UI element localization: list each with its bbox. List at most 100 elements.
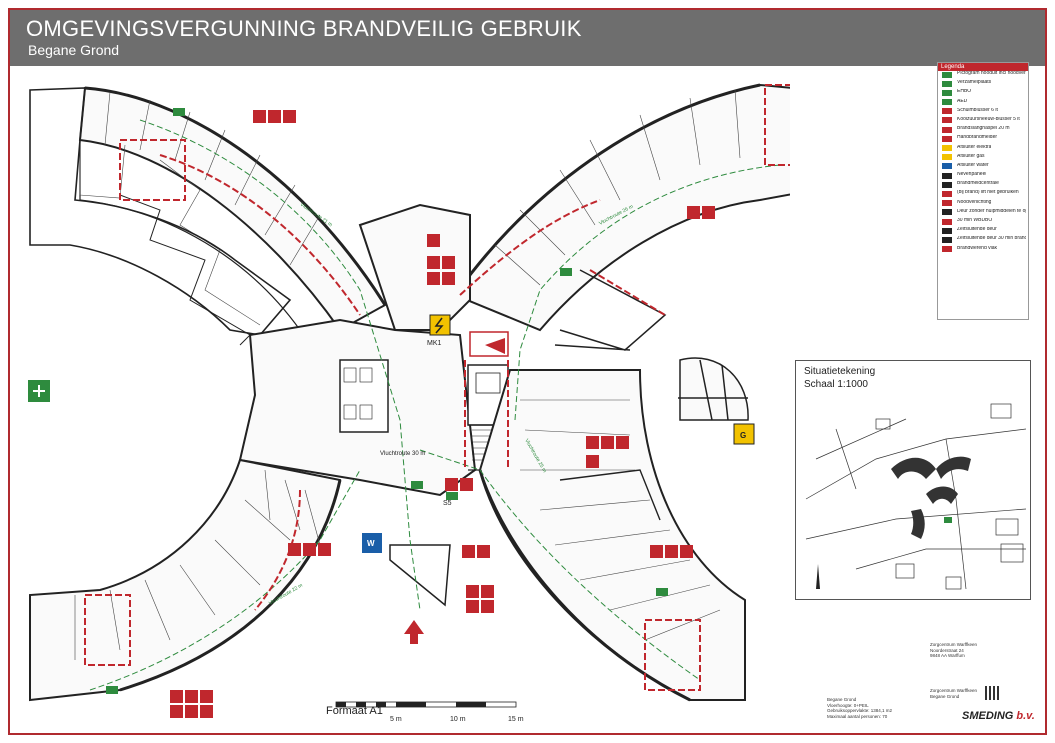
floor-plan: Vluchtroute 30 m Vluchtroute 21 m Vlucht… <box>28 83 790 718</box>
fire-wall-icon <box>940 246 954 253</box>
self-closing-door-icon <box>940 227 954 234</box>
legend-item-label: Koolzuursneeuw-blusser 5 lt <box>957 116 1020 122</box>
legend-item: Noodverlichting <box>938 200 1028 209</box>
equipment-group-ne <box>687 206 715 219</box>
exit-pictogram-icon <box>940 71 954 78</box>
legend-item-label: Pictogram nooduit incl noodverlichting <box>957 71 1026 76</box>
assembly-point-icon <box>940 80 954 87</box>
lift-warning-icon <box>940 190 954 197</box>
address-line: Zorgcentrum Warffkeen <box>930 642 978 647</box>
scale-tick-10: 10 m <box>450 716 466 723</box>
equipment-icons <box>170 110 715 718</box>
exit-pictograms <box>106 108 668 694</box>
legend-item: Schuimblusser 6 lt <box>938 108 1028 117</box>
first-aid-icon <box>940 89 954 96</box>
legend-item: Afsluiter elektra <box>938 145 1028 154</box>
details-block: Begane Grond Vloerhoogte: 0+PEIL Gebruik… <box>827 697 892 720</box>
legend-item: Koolzuursneeuw-blusser 5 lt <box>938 117 1028 126</box>
company-suffix: b.v. <box>1016 710 1035 722</box>
legend-item-label: AED <box>957 98 968 104</box>
legend-item: EHBO <box>938 89 1028 98</box>
legend-item-label: Nevenpaneel <box>957 172 987 178</box>
wing-northwest <box>78 86 387 346</box>
door-icon <box>940 209 954 216</box>
wing-northwest-rooms <box>79 91 321 326</box>
legend-item: Handbrandmelder <box>938 135 1028 144</box>
legend-item: Verzamelplaats <box>938 80 1028 89</box>
co2-extinguisher-icon <box>940 117 954 124</box>
detail-line: Maximaal aantal personen: 70 <box>827 713 888 719</box>
detail-line: Gebruiksoppervlakte: 1384,1 m2 <box>827 708 893 714</box>
legend-item-label: Noodverlichting <box>957 199 992 205</box>
scale-tick-5: 5 m <box>390 716 402 723</box>
address-line: Noorderstraat 24 <box>930 647 964 653</box>
central-hub <box>238 203 509 607</box>
legend-item-label: (bij brand) lift niet gebruiken <box>957 190 1019 196</box>
electric-shutoff-icon <box>429 314 451 336</box>
legend-item: 30 min WBDBO <box>938 218 1028 227</box>
gas-shutoff-icon <box>733 423 755 445</box>
situation-scale: Schaal 1:1000 <box>804 379 868 390</box>
call-point-icon <box>940 135 954 142</box>
mk1-label: MK1 <box>427 340 442 347</box>
east-rotunda <box>678 357 749 421</box>
legend-item-label: Brandslanghaspel 20 m <box>957 126 1010 132</box>
situation-map: Situatietekening Schaal 1:1000 <box>795 360 1031 600</box>
aed-icon <box>940 99 954 106</box>
water-shutoff-icon <box>362 533 382 553</box>
situation-drawing <box>805 403 1027 590</box>
legend-item-label: Verzamelplaats <box>957 80 992 86</box>
escape-routes <box>89 119 781 691</box>
legend-panel: Legenda Pictogram nooduit incl noodverli… <box>937 62 1029 320</box>
stamp-line: Zorgcentrum Warffkeen <box>930 688 978 693</box>
address-block: Zorgcentrum Warffkeen Noorderstraat 24 9… <box>930 642 977 659</box>
legend-list: Pictogram nooduit incl noodverlichtingVe… <box>938 71 1028 255</box>
legend-item-label: Afsluiter elektra <box>957 144 992 150</box>
legend-item: Brandmeldcentrale <box>938 181 1028 190</box>
legend-item-label: 30 min WBDBO <box>957 218 993 223</box>
page-subtitle: Begane Grond <box>28 42 120 58</box>
wing-southeast <box>478 369 746 702</box>
route-label-center: Vluchtroute 30 m <box>380 451 425 457</box>
foam-extinguisher-icon <box>940 108 954 115</box>
company-name: SMEDING <box>962 710 1014 722</box>
legend-item: Deur zonder hulpmiddelen te openen <box>938 209 1028 218</box>
gas-shutoff-icon <box>940 154 954 161</box>
qr-code <box>985 686 999 700</box>
legend-item-label: Handbrandmelder <box>957 135 998 141</box>
scale-tick-15: 15 m <box>508 716 524 723</box>
sub-panel-icon <box>940 172 954 179</box>
equipment-group-se-far <box>650 545 693 558</box>
hose-reel-icon <box>940 126 954 133</box>
equipment-group-nw <box>253 110 296 123</box>
wing-northeast <box>453 83 790 351</box>
entrance-arrow-icon <box>404 620 424 644</box>
wing-northwest-outer <box>29 87 292 336</box>
equipment-group-center <box>427 234 455 285</box>
detail-line: Vloerhoogte: 0+PEIL <box>827 702 869 708</box>
legend-item: Afsluiter water <box>938 163 1028 172</box>
stamp-line: Begane Grond <box>930 693 960 699</box>
legend-item-label: Zelfsluitende deur 30 min brandwerend <box>957 236 1026 242</box>
legend-item-label: Afsluiter gas <box>957 153 985 159</box>
legend-item: Nevenpaneel <box>938 172 1028 181</box>
legend-item: Afsluiter gas <box>938 154 1028 163</box>
legend-item: Zelfsluitende deur 30 min brandwerend <box>938 236 1028 245</box>
paper-format: Formaat A1 <box>326 705 383 717</box>
detail-line: Begane Grond <box>827 697 857 702</box>
scale-bar: 5 m 10 m 15 m <box>335 701 524 723</box>
address-line: 9848 AA Warffum <box>930 653 965 659</box>
legend-item-label: Schuimblusser 6 lt <box>957 107 998 113</box>
legend-item: Zelfsluitende deur <box>938 227 1028 236</box>
page-title: OMGEVINGSVERGUNNING BRANDVEILIG GEBRUIK <box>26 16 582 41</box>
situation-title: Situatietekening <box>804 366 876 377</box>
legend-item-label: Brandmeldcentrale <box>957 181 999 187</box>
emergency-light-icon <box>940 200 954 207</box>
legend-item: (bij brand) lift niet gebruiken <box>938 190 1028 199</box>
legend-heading: Legenda <box>938 63 1028 71</box>
company-logo: SMEDING b.v. <box>962 710 1035 722</box>
legend-item: AED <box>938 99 1028 108</box>
legend-item-label: Zelfsluitende deur <box>957 227 997 233</box>
title-bar: OMGEVINGSVERGUNNING BRANDVEILIG GEBRUIK … <box>10 10 1045 66</box>
fire-panel-icon <box>940 181 954 188</box>
